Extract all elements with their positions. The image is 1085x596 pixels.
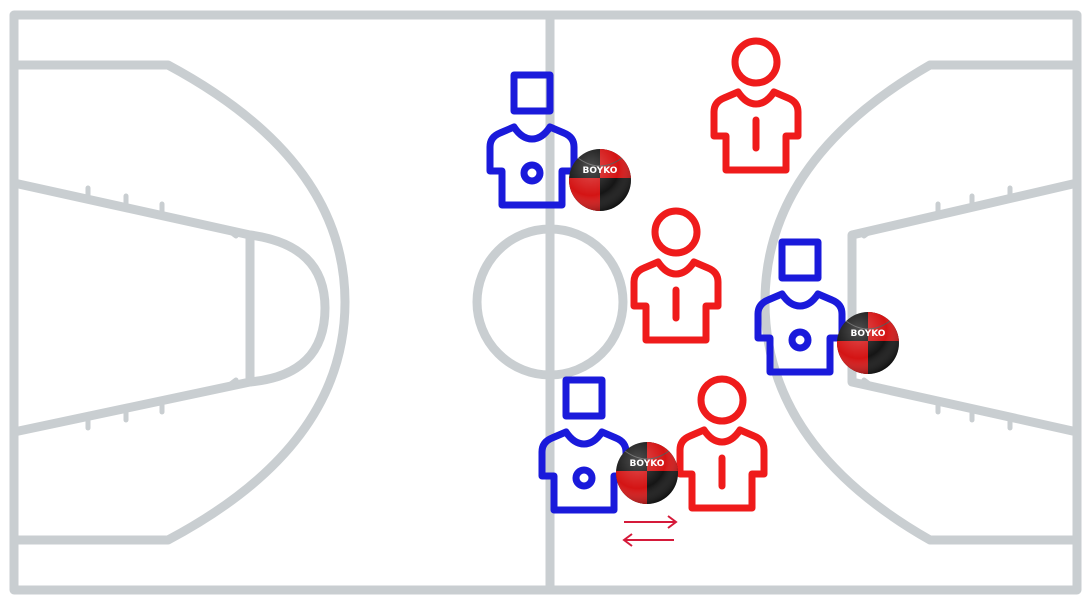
left-free-throw-arc — [250, 235, 325, 382]
player-square-head-icon — [542, 380, 626, 510]
ball-brand-text: BOYKO — [851, 329, 886, 339]
team-b-player-1 — [714, 41, 798, 170]
player-round-head-icon — [634, 211, 718, 340]
player-square-head-icon — [490, 75, 574, 205]
players — [490, 41, 842, 510]
court-lines — [14, 15, 1077, 590]
ball-brand-text: BOYKO — [583, 166, 618, 176]
team-b-player-2 — [634, 211, 718, 340]
left-three-point-arc — [14, 65, 345, 540]
player-round-head-icon — [680, 379, 764, 508]
team-a-player-1 — [490, 75, 574, 205]
team-a-player-3 — [542, 380, 626, 510]
ball-3-icon: BOYKO — [616, 442, 678, 504]
right-lane — [852, 183, 1077, 432]
ball-1-icon: BOYKO — [569, 149, 631, 211]
left-lane — [14, 183, 250, 432]
double-arrow-icon — [624, 516, 676, 546]
team-b-player-3 — [680, 379, 764, 508]
ball-brand-text: BOYKO — [630, 459, 665, 469]
pass-arrows — [624, 516, 676, 546]
player-round-head-icon — [714, 41, 798, 170]
ball-2-icon: BOYKO — [837, 312, 899, 374]
